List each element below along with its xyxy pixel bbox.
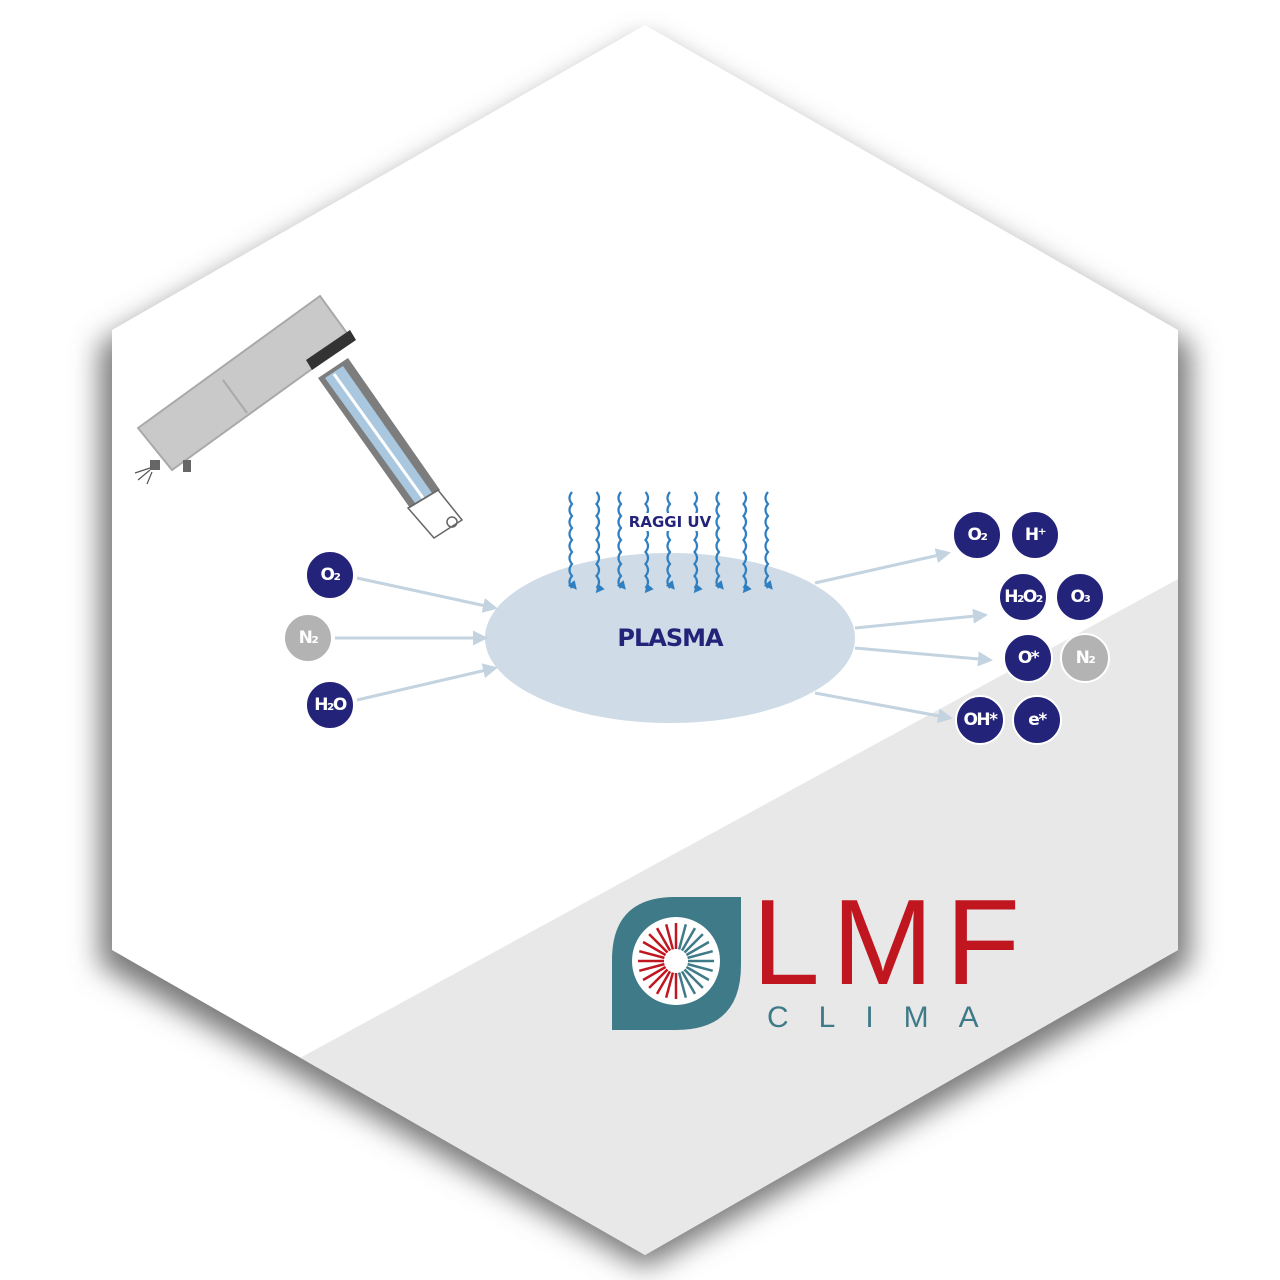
- uv-label: RAGGI UV: [625, 513, 715, 531]
- uv-ray: [763, 491, 773, 590]
- logo-sub: CLIMA: [767, 1001, 1009, 1034]
- fan-spoke: [638, 962, 665, 973]
- uv-ray: [742, 491, 752, 594]
- fan-spoke: [685, 965, 710, 982]
- fan-spoke: [638, 949, 665, 960]
- flow-arrow: [814, 548, 951, 585]
- fan-spoke: [642, 965, 667, 982]
- molecules: [283, 510, 1110, 745]
- fan-spoke: [680, 927, 697, 952]
- uv-ray: [644, 491, 654, 594]
- fan-spoke: [664, 923, 675, 950]
- output-molecule-label: N₂: [1075, 648, 1096, 668]
- fan-spoke: [687, 962, 714, 973]
- flow-arrow: [854, 646, 993, 667]
- output-molecule-label: O*: [1017, 648, 1040, 668]
- input-molecule-label: N₂: [298, 628, 319, 648]
- output-molecule-circle: [998, 572, 1048, 622]
- output-molecule-circle: [1010, 510, 1060, 560]
- fan-spoke: [685, 940, 710, 957]
- fan-spoke: [677, 972, 688, 999]
- uv-rays: [567, 491, 773, 594]
- fan-spoke: [642, 940, 667, 957]
- plasma-ellipse: [485, 553, 855, 723]
- flow-arrow: [356, 663, 498, 702]
- output-molecule-circle: [1012, 695, 1062, 745]
- fan-spoke: [655, 927, 672, 952]
- fan-spoke: [648, 968, 669, 989]
- output-molecule-circle: [1003, 633, 1053, 683]
- output-molecule-circle: [955, 695, 1005, 745]
- output-molecule-circle: [1060, 633, 1110, 683]
- logo-brand: LMF: [752, 874, 1032, 1010]
- fan-spoke: [677, 923, 688, 950]
- fan-spoke: [648, 933, 669, 954]
- uv-ray: [665, 491, 675, 590]
- fan-spoke: [683, 933, 704, 954]
- flow-arrow: [814, 691, 953, 724]
- input-molecule-label: H₂O: [314, 695, 347, 715]
- flow-arrows: [335, 548, 993, 724]
- uv-ray: [714, 491, 724, 590]
- fan-spoke: [664, 972, 675, 999]
- output-molecule-label: e*: [1028, 710, 1047, 730]
- output-molecule-label: O₂: [967, 525, 988, 545]
- output-molecule-circle: [1055, 572, 1105, 622]
- fan-spoke: [687, 949, 714, 960]
- input-molecule-label: O₂: [320, 565, 341, 585]
- output-molecule-label: OH*: [963, 710, 998, 730]
- uv-ray: [616, 491, 626, 590]
- fan-spoke: [680, 970, 697, 995]
- output-molecule-label: H⁺: [1024, 525, 1047, 545]
- flow-arrow: [854, 608, 988, 630]
- lmf-clima-logo: [612, 897, 741, 1030]
- uv-ray: [567, 491, 577, 590]
- input-molecule-circle: [283, 613, 333, 663]
- uv-ray: [595, 491, 605, 594]
- fan-spoke: [655, 970, 672, 995]
- output-molecule-label: O₃: [1070, 587, 1091, 607]
- input-molecule-circle: [305, 680, 355, 730]
- output-molecule-label: H₂O₂: [1004, 587, 1043, 607]
- uv-ray: [693, 491, 703, 594]
- input-molecule-circle: [305, 550, 355, 600]
- fan-icon: [638, 923, 714, 999]
- plasma-label: PLASMA: [617, 624, 723, 652]
- fan-spoke: [683, 968, 704, 989]
- output-molecule-circle: [952, 510, 1002, 560]
- uv-lamp-device-icon: [134, 294, 464, 539]
- flow-arrow: [356, 576, 498, 613]
